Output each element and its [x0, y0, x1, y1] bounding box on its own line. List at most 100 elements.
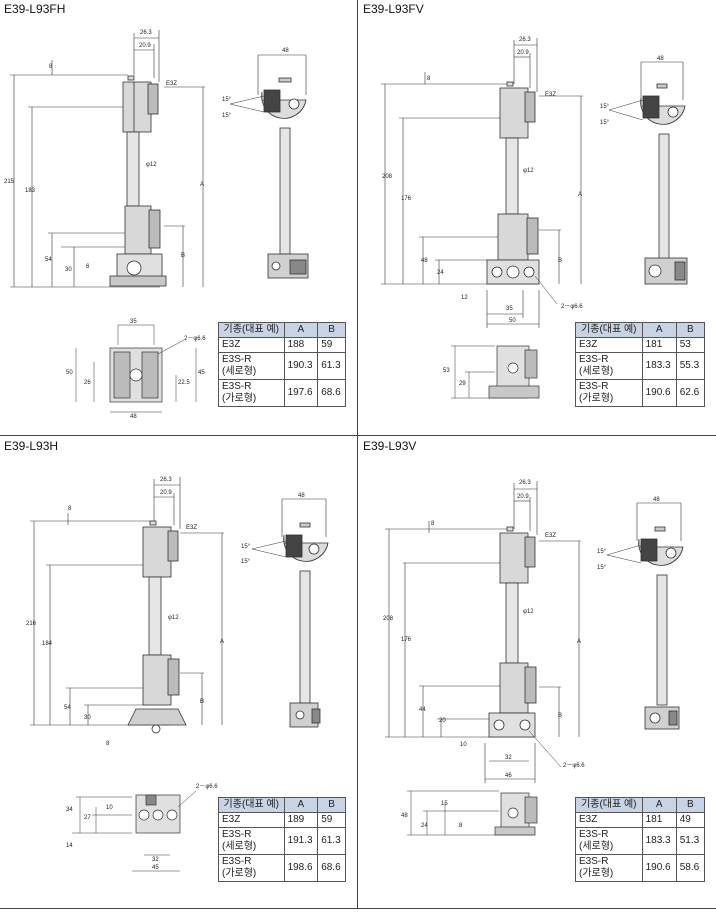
- dimension-drawing: 26.3 20.9 8 E3Z 48 15° 15° φ12 208 176 A…: [383, 480, 684, 836]
- bottom-divider: [0, 908, 716, 909]
- dim-8: 8: [431, 521, 435, 527]
- dim-29: 29: [459, 381, 466, 387]
- dim-34: 34: [66, 807, 73, 813]
- dim-phi-12: φ12: [146, 162, 157, 168]
- label-2-phi-6-6: 2－φ6.6: [561, 304, 583, 310]
- dim-20: 20: [439, 718, 446, 724]
- col-a: A: [283, 797, 319, 813]
- col-model: 기종(대표 예): [218, 797, 285, 813]
- dim-44: 44: [419, 707, 426, 713]
- angle-15-bottom: 15°: [241, 559, 251, 565]
- dim-26-3: 26.3: [519, 480, 531, 486]
- angle-15-bottom: 15°: [222, 113, 232, 119]
- angle-15-bottom: 15°: [600, 120, 610, 126]
- dim-8: 8: [49, 64, 53, 70]
- dim-216: 216: [26, 621, 37, 627]
- label-b: B: [200, 699, 204, 705]
- dim-6: 6: [86, 264, 90, 270]
- dim-208: 208: [382, 174, 393, 180]
- model-title: E39-L93FH: [4, 2, 66, 16]
- dim-48: 48: [282, 48, 289, 54]
- quadrant-e39-l93fv: E39-L93FV: [359, 0, 716, 436]
- quadrant-e39-l93v: E39-L93V: [359, 437, 716, 882]
- dim-184: 184: [42, 641, 53, 647]
- dim-32: 32: [152, 857, 159, 863]
- label-b: B: [181, 253, 185, 259]
- dim-10: 10: [106, 805, 113, 811]
- dim-54: 54: [64, 705, 71, 711]
- dim-26-3: 26.3: [519, 37, 531, 43]
- dim-215: 215: [4, 179, 15, 185]
- dim-32: 32: [505, 755, 512, 761]
- dim-48: 48: [653, 497, 660, 503]
- dim-35: 35: [130, 319, 137, 325]
- angle-15-top: 15°: [222, 97, 232, 103]
- label-2-phi-6-6: 2－φ6.6: [196, 784, 218, 790]
- dim-20-9: 20.9: [517, 494, 529, 500]
- dim-15: 15: [441, 801, 448, 807]
- col-model: 기종(대표 예): [575, 797, 643, 813]
- label-e3z: E3Z: [186, 525, 197, 531]
- label-e3z: E3Z: [166, 81, 177, 87]
- dim-12: 12: [461, 295, 468, 301]
- angle-15-bottom: 15°: [597, 565, 607, 571]
- quadrant-e39-l93fh: E39-L93FH: [0, 0, 357, 436]
- col-b: B: [317, 797, 346, 813]
- dim-8: 8: [427, 76, 431, 82]
- dim-30: 30: [84, 715, 91, 721]
- dim-48: 48: [401, 813, 408, 819]
- label-2-phi-6-6: 2－φ6.6: [563, 763, 585, 769]
- dim-176: 176: [401, 196, 412, 202]
- dim-14: 14: [66, 843, 73, 849]
- dim-8-base: 8: [459, 823, 463, 829]
- angle-15-top: 15°: [600, 104, 610, 110]
- dim-26-3: 26.3: [160, 477, 172, 483]
- dim-22-5: 22.5: [178, 380, 190, 386]
- dim-48: 48: [421, 258, 428, 264]
- label-e3z: E3Z: [545, 92, 556, 98]
- dim-53: 53: [443, 368, 450, 374]
- dim-48: 48: [298, 493, 305, 499]
- dimension-drawing: 26.3 20.9 8 E3Z 48 15° 15° φ12 215 183 A…: [4, 30, 309, 420]
- label-a: A: [577, 639, 581, 645]
- col-b: B: [675, 322, 706, 338]
- dim-45: 45: [152, 865, 159, 871]
- col-b: B: [675, 797, 706, 813]
- label-a: A: [200, 182, 204, 188]
- dim-45: 45: [198, 370, 205, 376]
- dim-20-9: 20.9: [160, 490, 172, 496]
- label-a: A: [578, 192, 582, 198]
- dim-phi-12: φ12: [523, 609, 534, 615]
- dim-48-bottom: 48: [130, 414, 137, 420]
- col-a: A: [641, 322, 677, 338]
- dim-26: 26: [84, 380, 91, 386]
- angle-15-top: 15°: [597, 549, 607, 555]
- col-a: A: [641, 797, 677, 813]
- dim-183: 183: [25, 188, 36, 194]
- dim-24: 24: [437, 270, 444, 276]
- dim-30: 30: [65, 267, 72, 273]
- dim-20-9: 20.9: [517, 50, 529, 56]
- dim-54: 54: [45, 257, 52, 263]
- dim-48: 48: [657, 56, 664, 62]
- label-b: B: [558, 258, 562, 264]
- dim-50: 50: [509, 318, 516, 324]
- model-title: E39-L93H: [4, 439, 59, 453]
- label-2-phi-6-6: 2－φ6.6: [184, 336, 206, 342]
- dim-26-3: 26.3: [140, 30, 152, 36]
- dim-46: 46: [505, 773, 512, 779]
- horizontal-divider: [0, 435, 716, 436]
